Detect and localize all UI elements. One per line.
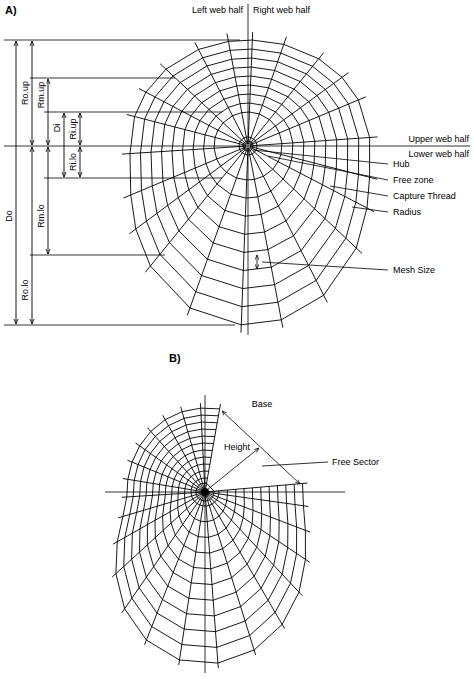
capture-thread [183, 85, 315, 234]
radius-thread [249, 147, 362, 253]
capture-thread [116, 408, 306, 663]
capture-thread [147, 436, 270, 600]
dimension-label: Di [52, 123, 63, 134]
half-label: Lower web half [407, 149, 470, 160]
guide-lines-b [105, 395, 345, 673]
capture-thread [170, 457, 244, 553]
orb-web-a [122, 32, 378, 333]
part-label: Hub [392, 159, 411, 170]
radius-thread [207, 492, 308, 506]
capture-thread [140, 429, 280, 616]
hub [243, 141, 253, 151]
dimension-label: Ro.up [20, 80, 31, 106]
half-label: Left web half [191, 5, 244, 16]
radius-thread [112, 493, 203, 577]
dimension-label: Ri.lo [68, 152, 79, 172]
panel-letter: B) [168, 352, 182, 365]
radius-thread [206, 494, 256, 655]
capture-thread [185, 471, 228, 522]
radius-thread [205, 404, 220, 490]
part-label: Free Sector [331, 457, 380, 468]
dimension-label: Ri.up [68, 117, 79, 140]
capture-thread [172, 76, 326, 252]
capture-thread [214, 112, 282, 180]
part-label: Radius [392, 207, 422, 218]
part-label: Capture Thread [392, 191, 457, 202]
hub [196, 483, 214, 501]
radius-thread [145, 148, 246, 273]
part-label: Free zone [392, 175, 435, 186]
radius-thread [129, 147, 246, 234]
capture-thread [162, 67, 337, 270]
capture-thread [151, 58, 348, 289]
dimension-label: Do [4, 209, 15, 223]
capture-thread [132, 422, 288, 632]
capture-thread [191, 478, 219, 506]
half-label: Upper web half [407, 134, 470, 145]
radius-thread [250, 147, 374, 212]
dimension-arrows [16, 41, 80, 324]
radius-thread [241, 148, 248, 333]
dimension-label: Rm.up [36, 81, 47, 110]
radius-thread [206, 494, 285, 629]
radius-thread [249, 148, 327, 303]
radius-thread [207, 493, 310, 562]
capture-thread [141, 49, 359, 307]
panel-letter: A) [4, 4, 18, 17]
hub [201, 488, 209, 496]
capture-thread [204, 103, 293, 198]
capture-thread [130, 40, 370, 325]
guide-lines [4, 4, 470, 335]
capture-thread [124, 415, 297, 647]
radius-thread [207, 483, 308, 492]
capture-thread [193, 94, 304, 216]
measure-label: Base [251, 399, 274, 410]
capture-thread [178, 464, 236, 537]
radius-thread [179, 494, 205, 665]
half-label: Right web half [252, 5, 311, 16]
capture-thread [155, 443, 262, 584]
radius-thread [145, 494, 205, 645]
orb-web-b [112, 403, 310, 668]
measure-label: Height [223, 442, 251, 453]
dimension-label: Ro.lo [20, 278, 31, 301]
part-label: Mesh Size [392, 265, 436, 276]
hub [239, 137, 257, 155]
capture-thread [163, 450, 253, 569]
dimension-label: Rm.lo [36, 203, 47, 229]
